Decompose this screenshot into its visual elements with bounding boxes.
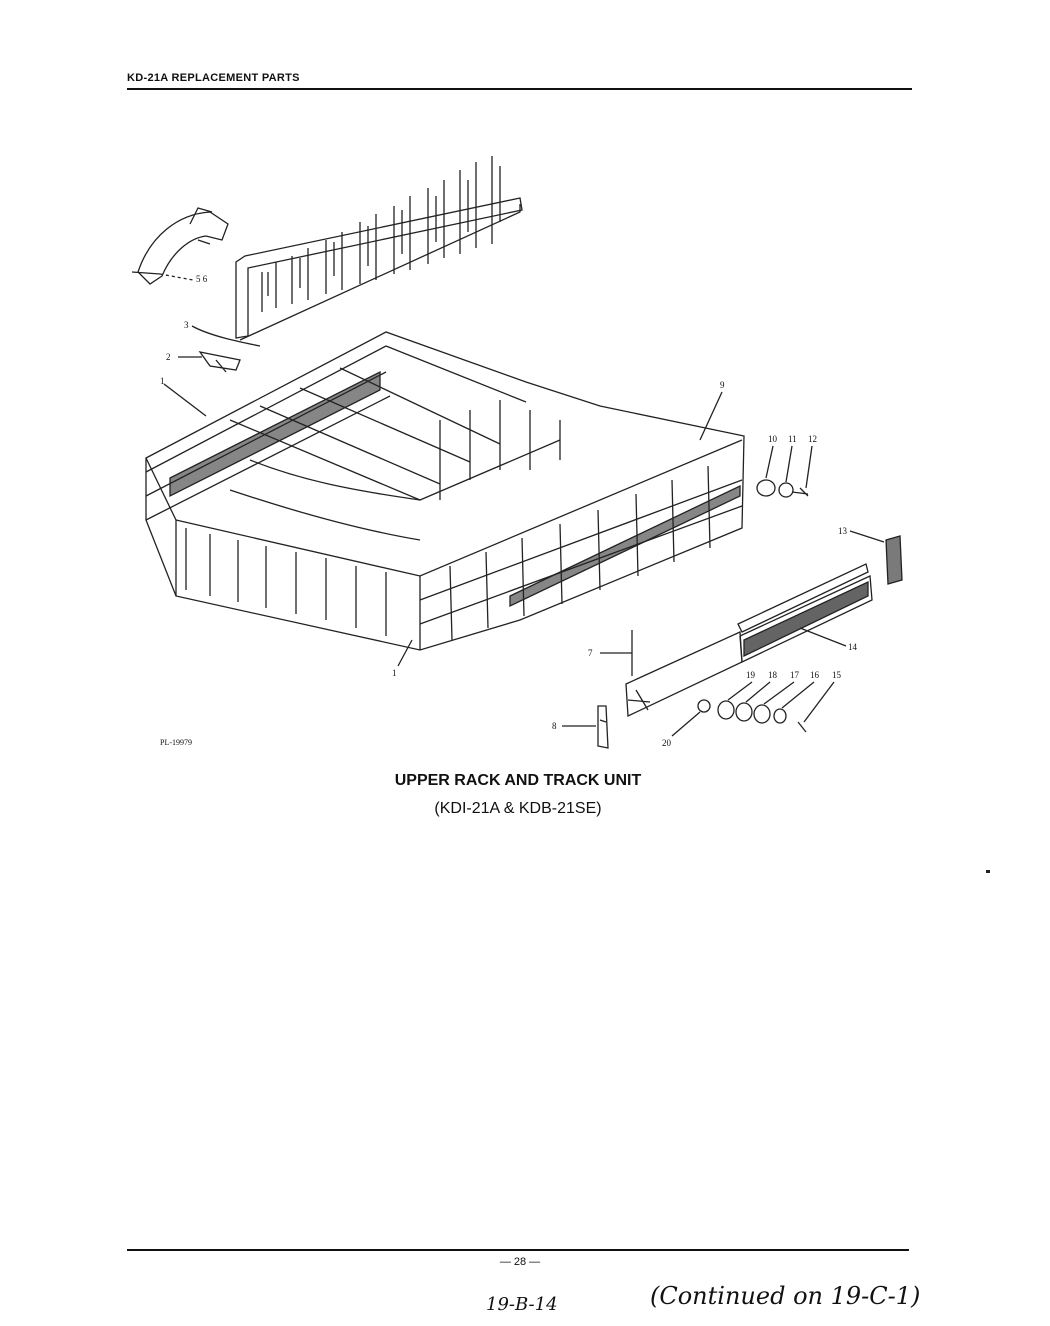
callout-leader-9 (699, 391, 723, 441)
header-rule (127, 88, 912, 90)
small-clip-part (198, 351, 241, 373)
callout-2: 2 (166, 352, 171, 362)
track-rail (625, 563, 873, 717)
callout-13: 13 (838, 526, 847, 536)
page-number: — 28 — (499, 1256, 541, 1268)
callout-3: 3 (184, 320, 189, 330)
callout-leader-13 (849, 530, 885, 543)
callout-leader-5-6 (159, 273, 194, 281)
callout-16: 16 (810, 670, 819, 680)
figure-reference-code: PL-19979 (160, 738, 192, 747)
callout-1b: 1 (392, 668, 397, 678)
handwritten-page-code: 19-B-14 (486, 1294, 558, 1315)
callout-18: 18 (768, 670, 777, 680)
handwritten-continuation-note: (Continued on 19-C-1) (650, 1282, 921, 1310)
figure-caption-title: UPPER RACK AND TRACK UNIT (394, 772, 642, 789)
callout-9: 9 (720, 380, 725, 390)
tine-row-part (235, 156, 523, 341)
callout-leader-1a (163, 383, 207, 417)
rack-clip-part (131, 207, 229, 285)
stray-mark (986, 870, 990, 873)
callout-5-6: 5 6 (196, 274, 208, 284)
callout-15: 15 (832, 670, 841, 680)
bracket-part (597, 705, 609, 749)
wheel-assembly (671, 681, 835, 737)
roller-hardware (756, 445, 813, 498)
callout-leader-14 (799, 627, 847, 647)
figure-caption-subtitle: (KDI-21A & KDB-21SE) (434, 800, 602, 817)
callout-1a: 1 (160, 376, 165, 386)
upper-rack-basket (145, 331, 745, 651)
callout-leader-3 (191, 325, 261, 347)
callout-11: 11 (788, 434, 797, 444)
callout-8: 8 (552, 721, 557, 731)
callout-10: 10 (768, 434, 777, 444)
callout-12: 12 (808, 434, 817, 444)
callout-7: 7 (588, 648, 593, 658)
callout-19: 19 (746, 670, 755, 680)
callout-14: 14 (848, 642, 857, 652)
callout-leader-1b (397, 639, 413, 667)
page-header-title: KD-21A REPLACEMENT PARTS (127, 72, 300, 84)
track-end-stop (885, 535, 903, 585)
footer-rule (127, 1249, 909, 1251)
callout-17: 17 (790, 670, 799, 680)
callout-20: 20 (662, 738, 671, 748)
